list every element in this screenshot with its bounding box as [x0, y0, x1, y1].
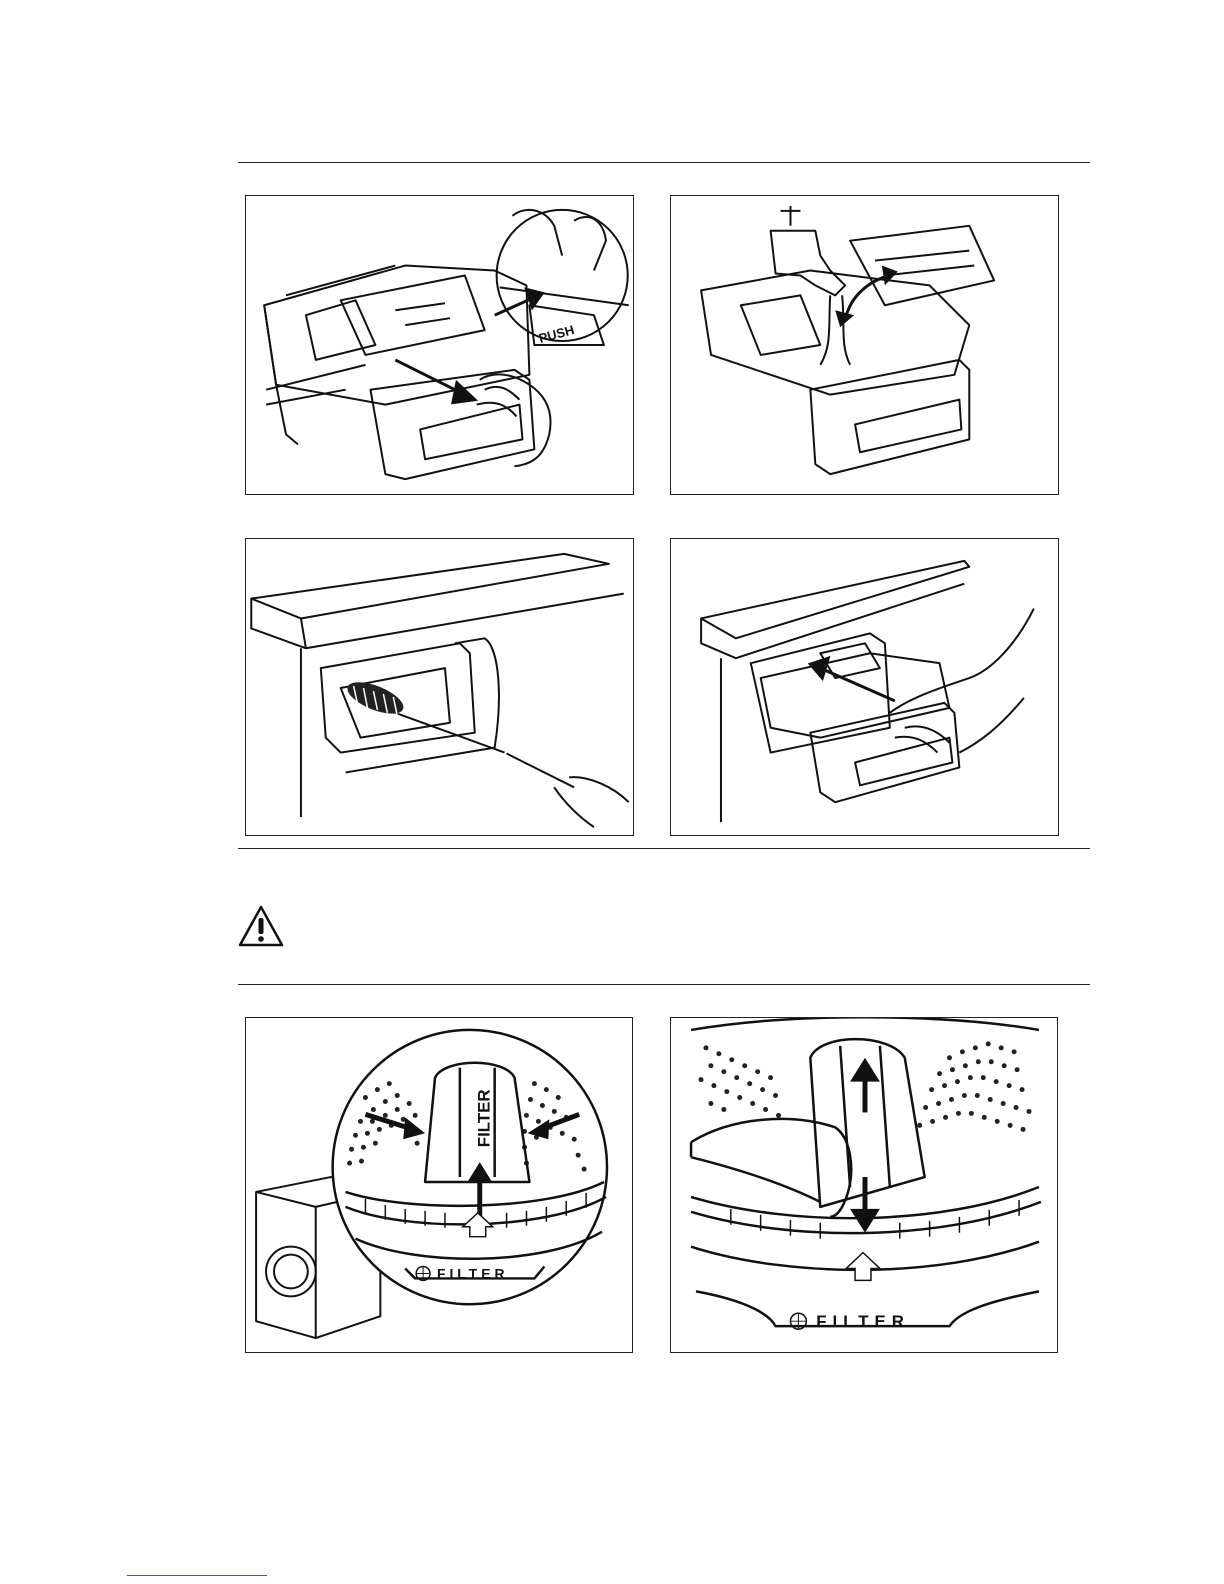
filter-label-rim: FILTER [816, 1312, 910, 1331]
push-label: PUSH [537, 322, 576, 346]
section-rule-middle [238, 848, 1090, 849]
brush-recess-illustration [246, 539, 633, 835]
figure-filter-remove: FILTER FILTER [245, 1017, 633, 1353]
figure-filter-insert: FILTER [670, 1017, 1058, 1353]
figure-rinse-siphon [670, 195, 1059, 495]
figure-reinsert-drawer [670, 538, 1059, 836]
filter-grid-icon [416, 1267, 430, 1281]
figure-drawer-release: PUSH [245, 195, 634, 495]
reinsert-drawer-illustration [671, 539, 1058, 835]
filter-grid-icon [790, 1313, 806, 1329]
filter-insert-illustration: FILTER [671, 1018, 1057, 1352]
drawer-release-illustration: PUSH [246, 196, 633, 494]
filter-label-rim: FILTER [437, 1265, 509, 1281]
rinse-siphon-illustration [671, 196, 1058, 494]
footer-link-underline[interactable] [127, 1575, 267, 1576]
figure-brush-recess [245, 538, 634, 836]
section-rule-warning-bottom [238, 984, 1090, 985]
section-rule-top [238, 162, 1090, 163]
warning-triangle-icon [238, 905, 284, 947]
filter-remove-illustration: FILTER FILTER [246, 1018, 632, 1352]
filter-label-vertical: FILTER [475, 1089, 494, 1147]
